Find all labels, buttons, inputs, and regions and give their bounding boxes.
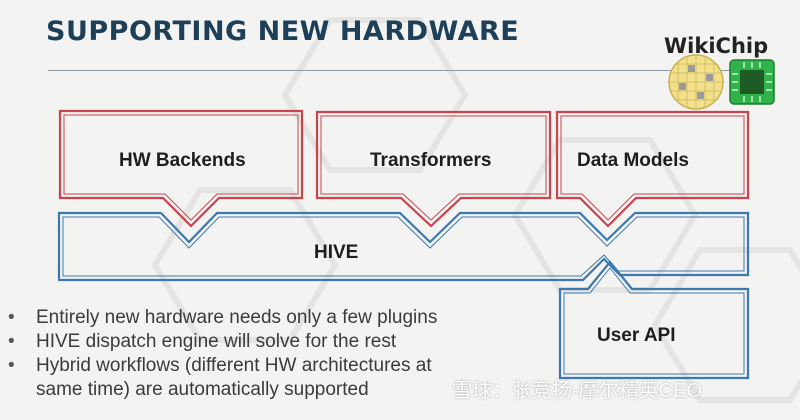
bullet-item: Hybrid workflows (different HW architect…: [6, 354, 476, 402]
user-api-box: [558, 260, 750, 380]
title-divider: [48, 70, 748, 71]
bullet-list: Entirely new hardware needs only a few p…: [6, 306, 476, 402]
hw-backends-label: HW Backends: [119, 150, 246, 171]
data-models-box: [555, 110, 750, 228]
wikichip-logo-icon: [668, 54, 775, 110]
transformers-label: Transformers: [370, 150, 492, 171]
user-api-label: User API: [597, 325, 676, 346]
watermark: 雪球：张竞扬-摩尔精英CEO: [452, 380, 702, 402]
transformers-box: [315, 110, 552, 228]
page-title: SUPPORTING NEW HARDWARE: [46, 16, 520, 47]
hw-backends-box: [58, 109, 304, 228]
hive-box: [57, 211, 750, 282]
data-models-label: Data Models: [577, 150, 689, 171]
bullet-item: HIVE dispatch engine will solve for the …: [6, 330, 476, 354]
bullet-item: Entirely new hardware needs only a few p…: [6, 306, 476, 330]
hive-label: HIVE: [314, 242, 359, 263]
wikichip-logo-text: WikiChip: [664, 34, 769, 58]
